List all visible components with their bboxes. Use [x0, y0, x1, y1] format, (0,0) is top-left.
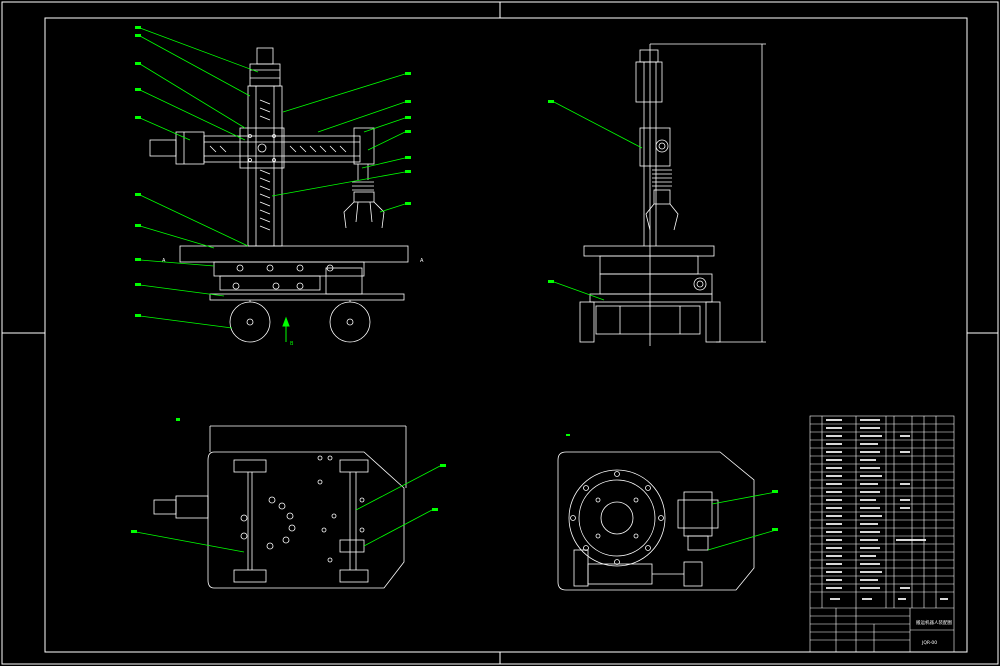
side-view [579, 43, 766, 346]
section-label-a-left: A [162, 258, 166, 264]
parts-list-placeholders [826, 419, 948, 600]
front-view-balloons [135, 26, 411, 317]
front-view-leaders [139, 27, 406, 329]
section-view-balloons [566, 434, 778, 531]
top-view [153, 425, 407, 589]
section-label-a-right: A [420, 258, 424, 264]
top-view-balloons [131, 418, 446, 533]
parts-list-table [809, 415, 955, 653]
view-arrow-b [282, 316, 290, 342]
side-view-balloons [548, 100, 554, 283]
top-view-leaders [135, 465, 441, 553]
section-view [557, 451, 755, 591]
side-view-leaders [553, 101, 643, 301]
section-view-leaders [707, 491, 777, 551]
view-arrow-label: B [290, 341, 294, 347]
title-block-drawing-name: 搬运机器人装配图 [916, 619, 952, 626]
title-block-drawing-code: JQR-00 [921, 640, 937, 646]
front-view [149, 47, 409, 343]
